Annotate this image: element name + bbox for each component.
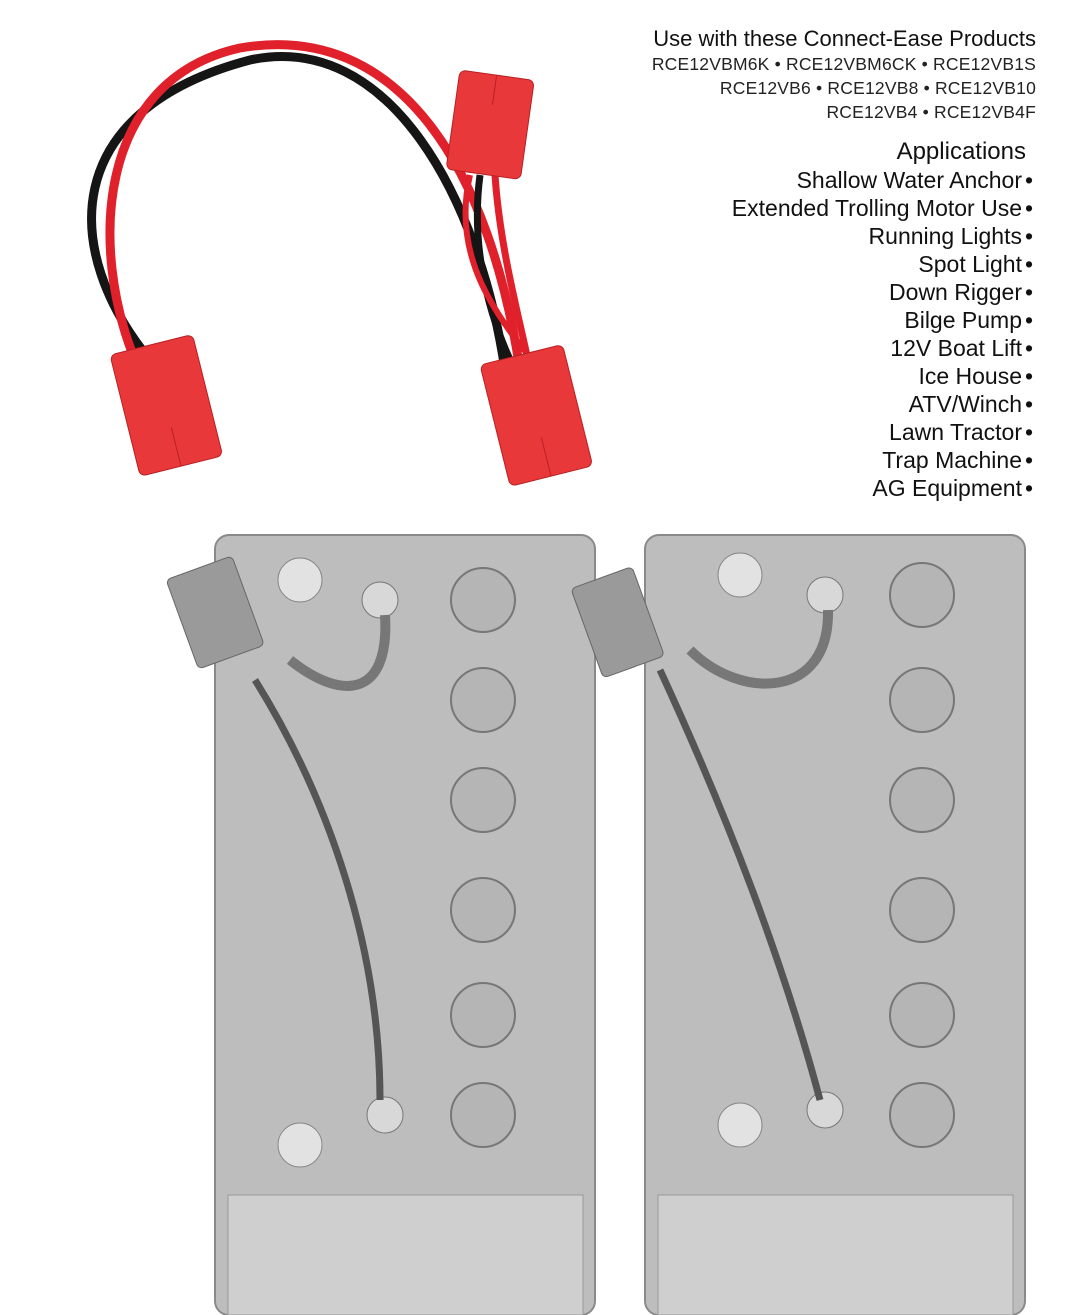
bullet-icon: • — [1024, 475, 1034, 501]
bullet-icon: • — [1024, 419, 1034, 445]
compatible-products-title: Use with these Connect-Ease Products — [653, 26, 1036, 51]
bullet-icon: • — [1024, 251, 1034, 277]
application-label: Extended Trolling Motor Use — [731, 195, 1022, 221]
bullet-icon: • — [1024, 279, 1034, 305]
connector-right — [480, 345, 592, 486]
application-item: Ice House• — [652, 362, 1036, 390]
application-label: 12V Boat Lift — [890, 335, 1022, 361]
application-item: Spot Light• — [652, 250, 1036, 278]
battery-left — [166, 534, 596, 1315]
application-label: Trap Machine — [882, 447, 1022, 473]
application-label: Ice House — [918, 363, 1022, 389]
applications-list: Shallow Water Anchor•Extended Trolling M… — [652, 166, 1036, 502]
connector-left — [110, 335, 222, 476]
bullet-icon: • — [1024, 223, 1034, 249]
application-item: Running Lights• — [652, 222, 1036, 250]
y-cable-harness — [87, 40, 592, 486]
application-label: ATV/Winch — [908, 391, 1022, 417]
application-label: Lawn Tractor — [889, 419, 1022, 445]
application-label: Shallow Water Anchor — [796, 167, 1022, 193]
application-item: Lawn Tractor• — [652, 418, 1036, 446]
application-item: Trap Machine• — [652, 446, 1036, 474]
connector-top — [446, 70, 534, 180]
application-label: Bilge Pump — [904, 307, 1022, 333]
bullet-icon: • — [1024, 167, 1034, 193]
bullet-icon: • — [1024, 363, 1034, 389]
bullet-icon: • — [1024, 195, 1034, 221]
bullet-icon: • — [1024, 335, 1034, 361]
product-line: RCE12VBM6K • RCE12VBM6CK • RCE12VB1S — [651, 54, 1036, 74]
application-label: Down Rigger — [889, 279, 1022, 305]
bullet-icon: • — [1024, 307, 1034, 333]
application-label: Running Lights — [868, 223, 1022, 249]
battery-right — [571, 534, 1026, 1315]
application-item: Extended Trolling Motor Use• — [652, 194, 1036, 222]
applications-title: Applications — [896, 138, 1026, 165]
application-item: Shallow Water Anchor• — [652, 166, 1036, 194]
application-label: Spot Light — [918, 251, 1022, 277]
product-line: RCE12VB6 • RCE12VB8 • RCE12VB10 — [719, 78, 1036, 98]
product-line: RCE12VB4 • RCE12VB4F — [826, 102, 1036, 122]
application-item: AG Equipment• — [652, 474, 1036, 502]
product-info: Use with these Connect-Ease Products RCE… — [652, 26, 1036, 502]
bullet-icon: • — [1024, 391, 1034, 417]
application-item: Bilge Pump• — [652, 306, 1036, 334]
bullet-icon: • — [1024, 447, 1034, 473]
application-item: ATV/Winch• — [652, 390, 1036, 418]
application-item: Down Rigger• — [652, 278, 1036, 306]
application-label: AG Equipment — [872, 475, 1022, 501]
application-item: 12V Boat Lift• — [652, 334, 1036, 362]
